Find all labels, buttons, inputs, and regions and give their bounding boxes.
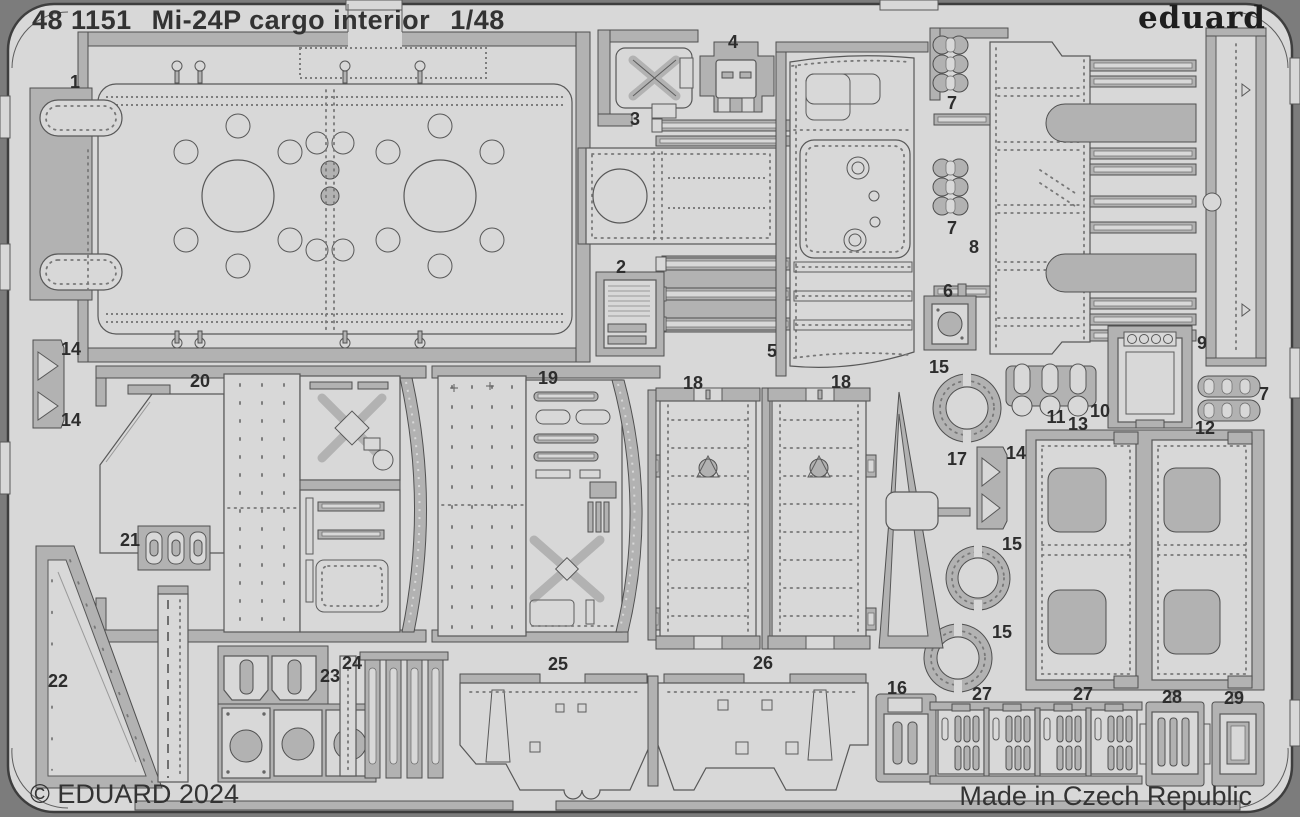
part-17-triangle-frame <box>878 391 971 649</box>
part-19-bulkhead <box>431 365 661 643</box>
part-15-ring-b <box>945 542 1011 615</box>
part-5-side-panel <box>775 41 929 377</box>
part-label-12: 12 <box>1195 418 1215 438</box>
part-28-grille <box>1139 691 1211 787</box>
part-22-edge-strip <box>157 585 189 783</box>
part-label-5: 5 <box>767 341 777 361</box>
part-label-4: 4 <box>728 32 738 52</box>
catalog-number: 48 1151 <box>32 5 132 35</box>
part-24-comb <box>339 651 449 779</box>
part-13-door-panel <box>1025 429 1265 691</box>
part-23-slot-plates <box>217 645 329 707</box>
part-25-frame-panel <box>459 673 651 800</box>
part-20-bulkhead <box>95 365 428 643</box>
part-label-2: 2 <box>616 257 626 277</box>
scale: 1/48 <box>450 5 505 35</box>
part-label-17: 17 <box>947 449 967 469</box>
part-label-7: 7 <box>947 218 957 238</box>
part-15-ring-a <box>932 370 1002 446</box>
part-label-14: 14 <box>61 339 81 359</box>
part-16-slot-bracket <box>875 693 937 783</box>
part-label-22: 22 <box>48 671 68 691</box>
part-label-15: 15 <box>992 622 1012 642</box>
part-label-23: 23 <box>320 666 340 686</box>
part-label-19: 19 <box>538 368 558 388</box>
part-14-clips-left <box>32 339 65 429</box>
part-7-clip-cluster-b <box>932 158 969 216</box>
sheet-title: 48 1151 Mi-24P cargo interior 1/48 <box>32 5 525 36</box>
footer-copyright: © EDUARD 2024 <box>30 779 239 809</box>
part-9-long-rail <box>1202 27 1267 367</box>
part-26-frame-panel <box>657 673 869 791</box>
part-6-box-plate <box>923 283 977 351</box>
part-11-hook-row <box>1005 363 1097 417</box>
part-label-1: 1 <box>70 72 80 92</box>
edge-tabs <box>0 0 1300 747</box>
part-label-26: 26 <box>753 653 773 673</box>
part-label-3: 3 <box>630 109 640 129</box>
part-label-7: 7 <box>947 93 957 113</box>
part-3-bracket <box>597 29 699 127</box>
part-label-10: 10 <box>1090 401 1110 421</box>
part-25-26-divider <box>647 675 659 787</box>
part-7-12-clip-cluster <box>1197 375 1261 422</box>
part-label-7: 7 <box>1259 384 1269 404</box>
zipper-pulls <box>171 60 426 349</box>
part-label-6: 6 <box>943 281 953 301</box>
part-label-15: 15 <box>1002 534 1022 554</box>
part-4-bracket <box>699 41 775 113</box>
footer-origin: Made in Czech Republic <box>959 781 1252 811</box>
part-27-cell <box>988 703 1041 777</box>
part-label-27: 27 <box>1073 684 1093 704</box>
part-27-cell <box>1039 703 1092 777</box>
part-label-18: 18 <box>831 372 851 392</box>
part-2-ladder-plate <box>595 271 665 357</box>
part-27-cell <box>937 703 990 777</box>
part-27-cell <box>1090 703 1138 775</box>
part-label-18: 18 <box>683 373 703 393</box>
part-label-25: 25 <box>548 654 568 674</box>
floor-small-holes <box>173 113 505 279</box>
part-18-panel-a <box>649 387 761 650</box>
part-label-14: 14 <box>61 410 81 430</box>
part-label-11: 11 <box>1046 407 1065 427</box>
part-14-clips-right <box>976 446 1008 530</box>
part-22-wedge <box>35 545 163 789</box>
part-1-floor-panel <box>29 4 591 363</box>
product-title: Mi-24P cargo interior <box>151 5 431 35</box>
part-label-15: 15 <box>929 357 949 377</box>
part-29-window-bracket <box>1211 691 1265 787</box>
part-label-13: 13 <box>1068 414 1088 434</box>
part-18-panel-b <box>767 387 877 650</box>
part-label-9: 9 <box>1197 333 1207 353</box>
rail-strips-lower <box>655 255 793 333</box>
carrier-strip <box>647 389 657 641</box>
part-label-16: 16 <box>887 678 907 698</box>
part-label-20: 20 <box>190 371 210 391</box>
brand-logo: eduard <box>1137 0 1266 36</box>
part-7-clip-cluster-a <box>932 35 969 93</box>
part-10-box-frame <box>1107 325 1193 429</box>
part-label-29: 29 <box>1224 688 1244 708</box>
part-label-21: 21 <box>120 530 140 550</box>
part-27-grille-row <box>929 701 1143 785</box>
part-label-14: 14 <box>1006 443 1026 463</box>
part-18-divider <box>761 387 771 650</box>
part-21-grommet-strip <box>137 525 211 571</box>
floor-extension-panel <box>577 147 783 245</box>
part-label-24: 24 <box>342 653 362 673</box>
part-label-28: 28 <box>1162 687 1182 707</box>
part-label-8: 8 <box>969 237 979 257</box>
part-label-27: 27 <box>972 684 992 704</box>
